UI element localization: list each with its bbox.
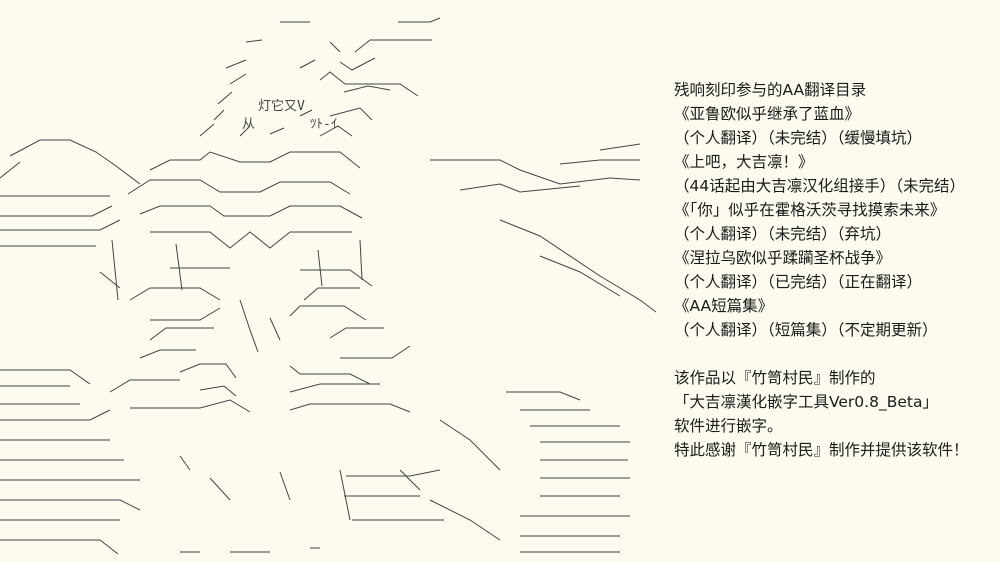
art-text-2: 从 xyxy=(242,117,255,132)
spacer xyxy=(674,342,994,366)
work-status-5: （个人翻译）（短篇集）（不定期更新） xyxy=(674,321,938,339)
work-title-5: 《AA短篇集》 xyxy=(674,297,774,315)
ascii-art-illustration: 灯它又V 从 ﾂﾄ-ｲ xyxy=(0,17,657,555)
credit-line-4: 特此感谢『竹笥村民』制作并提供该软件！ xyxy=(674,441,969,459)
work-title-3: 《「你」似乎在霍格沃茨寻找摸索未来》 xyxy=(674,201,946,219)
work-status-1: （个人翻译）（未完结）（缓慢填坑） xyxy=(674,129,923,147)
credit-line-1: 该作品以『竹笥村民』制作的 xyxy=(674,369,876,387)
art-strokes xyxy=(0,17,657,555)
art-text-1: 灯它又V xyxy=(258,98,305,114)
credit-line-2: 「大吉凛漢化嵌字工具Ver0.8_Beta」 xyxy=(674,393,938,411)
index-title: 残响刻印参与的AA翻译目录 xyxy=(674,81,867,99)
work-status-4: （个人翻译）（已完结）（正在翻译） xyxy=(674,273,923,291)
work-status-3: （个人翻译）（未完结）（弃坑） xyxy=(674,225,892,243)
work-title-1: 《亚鲁欧似乎继承了蓝血》 xyxy=(674,105,861,123)
work-title-2: 《上吧，大吉凛！》 xyxy=(674,153,814,171)
translation-notes: 残响刻印参与的AA翻译目录 《亚鲁欧似乎继承了蓝血》 （个人翻译）（未完结）（缓… xyxy=(674,78,994,462)
credit-line-3: 软件进行嵌字。 xyxy=(674,417,783,435)
work-status-2: （44话起由大吉凛汉化组接手）（未完结） xyxy=(674,177,965,195)
work-title-4: 《涅拉乌欧似乎蹂躏圣杯战争》 xyxy=(674,249,892,267)
art-glyphs: 灯它又V 从 ﾂﾄ-ｲ xyxy=(242,98,337,132)
art-text-3: ﾂﾄ-ｲ xyxy=(310,117,337,132)
